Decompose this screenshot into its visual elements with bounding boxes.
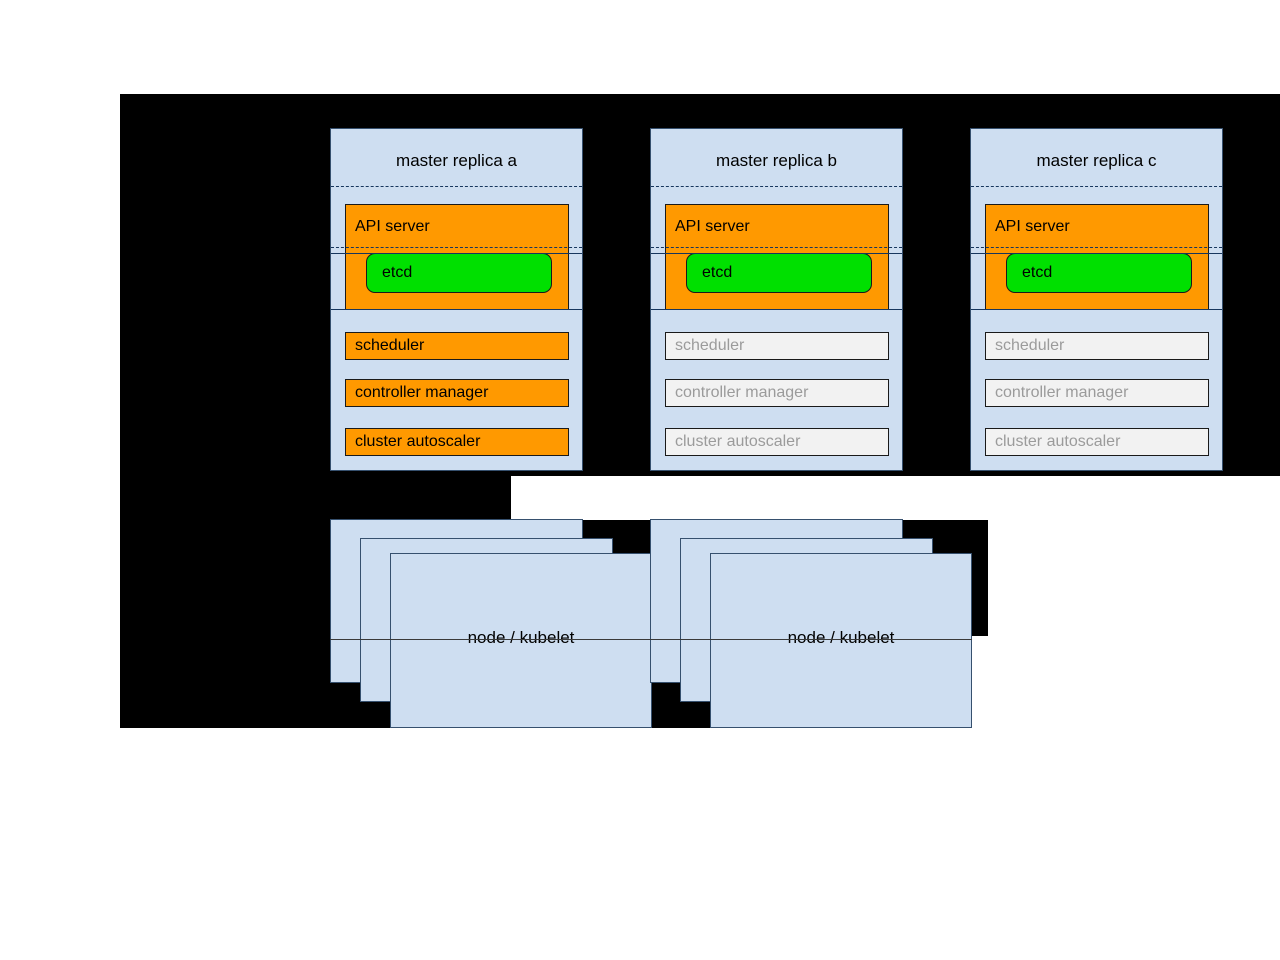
replica-b-cluster-autoscaler[interactable]: cluster autoscaler [665,428,889,456]
master-replica-b-title: master replica b [716,151,837,170]
node-stack-right-crossline [650,639,972,640]
replica-c-etcd-box[interactable]: etcd [1006,253,1192,293]
replica-a-api-server-label: API server [355,218,430,235]
node-stack-left-layer-1[interactable]: node / kubelet [390,553,652,728]
replica-a-divider-top [331,186,582,187]
white-gap-right [511,476,1280,520]
node-stack-left-crossline [330,639,652,640]
replica-a-divider-api [331,247,582,248]
replica-b-line-etcd-top [651,253,902,254]
node-stack-right-layer-1[interactable]: node / kubelet [710,553,972,728]
replica-b-api-server-block[interactable]: API server etcd [665,204,889,310]
replica-b-scheduler[interactable]: scheduler [665,332,889,360]
node-stack-right-label: node / kubelet [787,628,895,647]
master-replica-a[interactable]: master replica a API server etcd schedul… [330,128,583,471]
master-replica-b[interactable]: master replica b API server etcd schedul… [650,128,903,471]
replica-a-line-etcd-top [331,253,582,254]
replica-c-divider-top [971,186,1222,187]
master-replica-c[interactable]: master replica c API server etcd schedul… [970,128,1223,471]
white-gap-bottom-right [971,636,1280,728]
replica-c-divider-api [971,247,1222,248]
replica-b-line-etcd-bottom [651,309,902,310]
replica-b-controller-manager[interactable]: controller manager [665,379,889,407]
replica-c-cluster-autoscaler[interactable]: cluster autoscaler [985,428,1209,456]
replica-a-controller-manager[interactable]: controller manager [345,379,569,407]
replica-b-api-server-label: API server [675,218,750,235]
replica-a-scheduler[interactable]: scheduler [345,332,569,360]
replica-c-line-etcd-top [971,253,1222,254]
master-replica-c-title: master replica c [1036,151,1157,170]
replica-a-line-etcd-bottom [331,309,582,310]
master-replica-a-title: master replica a [396,151,517,170]
replica-c-api-server-label: API server [995,218,1070,235]
replica-a-api-server-block[interactable]: API server etcd [345,204,569,310]
replica-c-scheduler[interactable]: scheduler [985,332,1209,360]
replica-a-etcd-box[interactable]: etcd [366,253,552,293]
replica-b-divider-top [651,186,902,187]
replica-b-etcd-box[interactable]: etcd [686,253,872,293]
replica-c-controller-manager[interactable]: controller manager [985,379,1209,407]
node-stack-left-label: node / kubelet [467,628,575,647]
replica-c-api-server-block[interactable]: API server etcd [985,204,1209,310]
replica-b-divider-api [651,247,902,248]
replica-a-cluster-autoscaler[interactable]: cluster autoscaler [345,428,569,456]
replica-c-line-etcd-bottom [971,309,1222,310]
